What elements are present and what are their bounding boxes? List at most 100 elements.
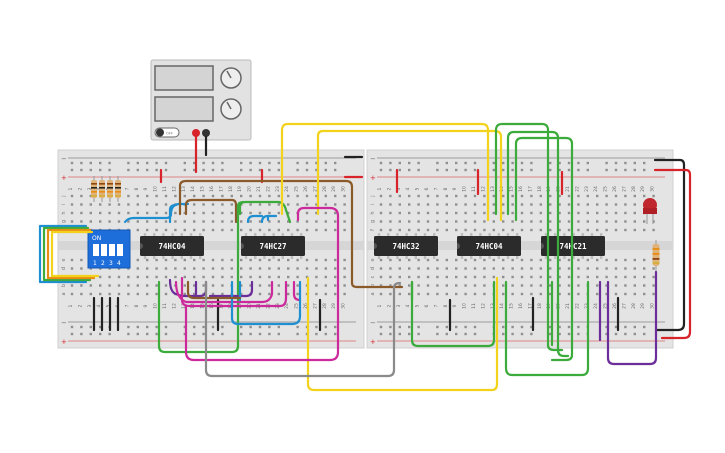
- terminal-hole[interactable]: [596, 275, 599, 279]
- terminal-hole[interactable]: [287, 258, 290, 262]
- terminal-hole[interactable]: [426, 220, 430, 223]
- terminal-hole[interactable]: [193, 228, 196, 232]
- terminal-hole[interactable]: [183, 284, 186, 287]
- terminal-hole[interactable]: [99, 284, 102, 287]
- terminal-hole[interactable]: [530, 228, 533, 232]
- rail-hole[interactable]: [240, 161, 243, 165]
- terminal-hole[interactable]: [614, 203, 618, 206]
- terminal-hole[interactable]: [193, 220, 196, 223]
- terminal-hole[interactable]: [277, 220, 280, 223]
- terminal-hole[interactable]: [277, 267, 280, 270]
- terminal-hole[interactable]: [577, 292, 580, 296]
- rail-hole[interactable]: [511, 161, 514, 165]
- rail-hole[interactable]: [108, 161, 111, 165]
- terminal-hole[interactable]: [70, 267, 74, 270]
- terminal-hole[interactable]: [268, 203, 271, 206]
- rail-hole[interactable]: [164, 168, 168, 172]
- terminal-hole[interactable]: [492, 220, 495, 223]
- terminal-hole[interactable]: [315, 203, 318, 206]
- terminal-hole[interactable]: [324, 203, 327, 206]
- terminal-hole[interactable]: [127, 220, 130, 223]
- terminal-hole[interactable]: [287, 211, 290, 215]
- terminal-hole[interactable]: [549, 275, 552, 279]
- rail-hole[interactable]: [211, 161, 215, 165]
- rail-hole[interactable]: [605, 161, 608, 165]
- rail-hole[interactable]: [445, 168, 448, 172]
- terminal-hole[interactable]: [183, 228, 186, 232]
- terminal-hole[interactable]: [436, 292, 439, 296]
- terminal-hole[interactable]: [258, 228, 262, 232]
- rail-hole[interactable]: [389, 168, 392, 172]
- rail-hole[interactable]: [136, 168, 139, 172]
- terminal-hole[interactable]: [558, 194, 561, 198]
- rail-hole[interactable]: [511, 168, 514, 172]
- rail-hole[interactable]: [558, 168, 561, 172]
- rail-hole[interactable]: [520, 332, 524, 336]
- rail-hole[interactable]: [502, 325, 505, 329]
- terminal-hole[interactable]: [643, 194, 646, 198]
- terminal-hole[interactable]: [558, 228, 561, 232]
- rail-hole[interactable]: [296, 168, 299, 172]
- terminal-hole[interactable]: [511, 275, 514, 279]
- terminal-hole[interactable]: [193, 211, 196, 215]
- terminal-hole[interactable]: [558, 284, 561, 287]
- terminal-hole[interactable]: [136, 194, 139, 198]
- terminal-hole[interactable]: [315, 275, 318, 279]
- terminal-hole[interactable]: [577, 211, 580, 215]
- rail-hole[interactable]: [417, 161, 420, 165]
- terminal-hole[interactable]: [633, 203, 636, 206]
- terminal-hole[interactable]: [624, 275, 627, 279]
- rail-hole[interactable]: [417, 325, 420, 329]
- terminal-hole[interactable]: [324, 284, 327, 287]
- rail-hole[interactable]: [334, 325, 337, 329]
- terminal-hole[interactable]: [520, 275, 524, 279]
- terminal-hole[interactable]: [230, 211, 233, 215]
- terminal-hole[interactable]: [99, 292, 102, 296]
- terminal-hole[interactable]: [379, 194, 383, 198]
- terminal-hole[interactable]: [211, 275, 215, 279]
- terminal-hole[interactable]: [464, 220, 467, 223]
- terminal-hole[interactable]: [389, 292, 392, 296]
- rail-hole[interactable]: [436, 325, 439, 329]
- rail-hole[interactable]: [473, 332, 477, 336]
- terminal-hole[interactable]: [230, 203, 233, 206]
- terminal-hole[interactable]: [511, 284, 514, 287]
- terminal-hole[interactable]: [277, 211, 280, 215]
- terminal-hole[interactable]: [343, 292, 346, 296]
- terminal-hole[interactable]: [202, 267, 205, 270]
- terminal-hole[interactable]: [108, 292, 111, 296]
- terminal-hole[interactable]: [343, 258, 346, 262]
- terminal-hole[interactable]: [549, 284, 552, 287]
- terminal-hole[interactable]: [483, 211, 486, 215]
- rail-hole[interactable]: [89, 325, 92, 329]
- rail-hole[interactable]: [155, 168, 158, 172]
- terminal-hole[interactable]: [520, 228, 524, 232]
- terminal-hole[interactable]: [305, 194, 309, 198]
- terminal-hole[interactable]: [193, 292, 196, 296]
- terminal-hole[interactable]: [539, 284, 542, 287]
- terminal-hole[interactable]: [211, 203, 215, 206]
- rail-hole[interactable]: [127, 161, 130, 165]
- rail-hole[interactable]: [315, 332, 318, 336]
- terminal-hole[interactable]: [586, 258, 589, 262]
- terminal-hole[interactable]: [389, 275, 392, 279]
- rail-hole[interactable]: [211, 168, 215, 172]
- rail-hole[interactable]: [99, 161, 102, 165]
- terminal-hole[interactable]: [558, 211, 561, 215]
- rail-hole[interactable]: [530, 161, 533, 165]
- terminal-hole[interactable]: [483, 228, 486, 232]
- rail-hole[interactable]: [268, 325, 271, 329]
- rail-hole[interactable]: [408, 325, 411, 329]
- rail-hole[interactable]: [464, 161, 467, 165]
- terminal-hole[interactable]: [539, 203, 542, 206]
- terminal-hole[interactable]: [436, 267, 439, 270]
- terminal-hole[interactable]: [211, 292, 215, 296]
- terminal-hole[interactable]: [417, 194, 420, 198]
- terminal-hole[interactable]: [258, 258, 262, 262]
- rail-hole[interactable]: [277, 332, 280, 336]
- terminal-hole[interactable]: [558, 203, 561, 206]
- terminal-hole[interactable]: [483, 203, 486, 206]
- terminal-hole[interactable]: [80, 194, 83, 198]
- rail-hole[interactable]: [511, 332, 514, 336]
- terminal-hole[interactable]: [577, 284, 580, 287]
